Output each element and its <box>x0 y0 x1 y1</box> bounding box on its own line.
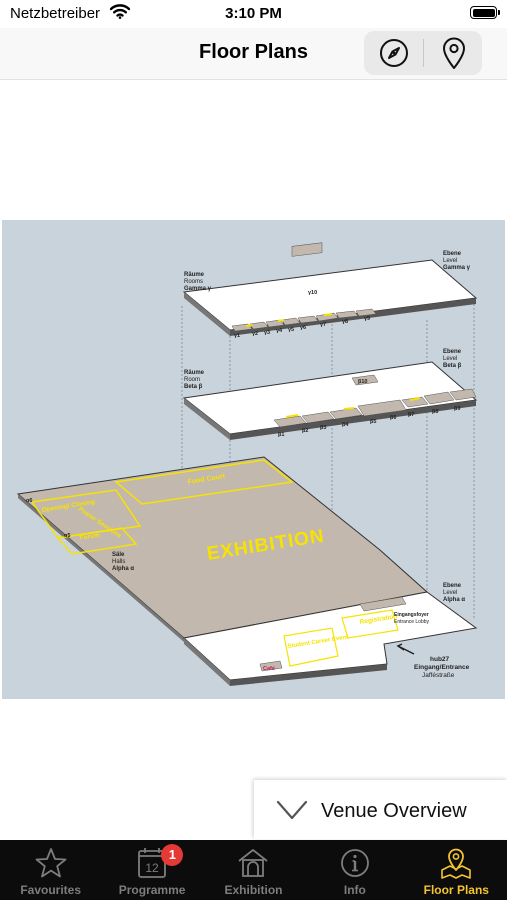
forum-label[interactable]: Forum <box>79 532 100 542</box>
level-alpha-de: Ebene <box>443 583 462 589</box>
room-beta-3[interactable]: β3 <box>320 425 326 431</box>
navigation-bar: Floor Plans <box>0 28 507 80</box>
tab-exhibition-label: Exhibition <box>224 883 283 897</box>
room-beta-7[interactable]: β7 <box>408 412 414 418</box>
room-gamma-10[interactable]: γ10 <box>308 290 317 296</box>
battery-icon <box>470 6 500 19</box>
compass-icon <box>379 39 408 67</box>
tab-floor-plans[interactable]: Floor Plans <box>406 840 507 900</box>
entrance-lobby-label: Entrance Lobby <box>394 619 430 625</box>
tab-favourites-label: Favourites <box>20 883 82 897</box>
nav-button-group <box>364 31 482 75</box>
carrier-label: Netzbetreiber <box>10 5 101 22</box>
chevron-down-icon <box>276 800 308 820</box>
level-beta-de: Ebene <box>443 349 462 355</box>
room-gamma-1[interactable]: γ1 <box>234 333 240 339</box>
room-beta-5[interactable]: β5 <box>370 419 376 425</box>
status-time: 3:10 PM <box>225 5 282 22</box>
tab-floor-plans-label: Floor Plans <box>423 883 489 897</box>
halls-de: Säle <box>112 552 125 558</box>
floor-plan-drawing: γ1 γ2 γ3 γ4 γ5 γ6 γ7 γ8 γ9 γ10 <box>16 242 478 686</box>
venue-overview-toggle[interactable]: Venue Overview <box>254 780 507 839</box>
level-beta-name: Beta β <box>443 363 462 369</box>
tab-info[interactable]: Info <box>304 840 405 900</box>
rooms-gamma-name: Gamma γ <box>184 286 212 292</box>
room-gamma-4[interactable]: γ4 <box>276 328 283 334</box>
programme-badge: 1 <box>161 844 184 866</box>
room-beta-9[interactable]: β9 <box>454 406 460 412</box>
level-beta-en: Level <box>443 356 457 362</box>
level-gamma-name: Gamma γ <box>443 265 471 271</box>
venue-overview-label: Venue Overview <box>321 800 467 822</box>
room-gamma-7[interactable]: γ7 <box>320 322 326 328</box>
entrance-label: Eingang/Entrance <box>414 664 470 671</box>
cafe-label[interactable]: Café <box>263 666 275 672</box>
info-icon <box>340 849 369 877</box>
room-gamma-6[interactable]: γ6 <box>300 325 306 331</box>
compass-button[interactable] <box>364 31 423 75</box>
location-button[interactable] <box>424 31 483 75</box>
page-title: Floor Plans <box>199 41 308 63</box>
tab-info-label: Info <box>343 883 366 897</box>
room-beta-8[interactable]: β8 <box>432 409 438 415</box>
star-icon <box>35 848 67 878</box>
room-beta-6[interactable]: β6 <box>390 415 396 421</box>
room-gamma-8[interactable]: γ8 <box>342 319 348 325</box>
nav-button-divider <box>423 39 424 67</box>
calendar-day: 12 <box>145 861 159 875</box>
tab-exhibition[interactable]: Exhibition <box>203 840 304 900</box>
building-icon <box>238 849 269 877</box>
rooms-beta-en: Room <box>184 377 200 383</box>
rooms-beta-de: Räume <box>184 370 205 376</box>
tab-programme-label: Programme <box>118 883 186 897</box>
level-gamma-de: Ebene <box>443 251 462 257</box>
tab-favourites[interactable]: Favourites <box>0 840 101 900</box>
map-pin-icon <box>441 848 472 879</box>
tab-bar: Favourites 12 1 Programme Exhibition Inf… <box>0 840 507 900</box>
room-gamma-2[interactable]: γ2 <box>252 331 258 337</box>
level-alpha-name: Alpha α <box>443 597 465 603</box>
room-gamma-9[interactable]: γ9 <box>364 316 370 322</box>
room-gamma-5[interactable]: γ5 <box>288 327 294 333</box>
hall-alpha-5[interactable]: α5 <box>64 533 70 539</box>
floor-plan-image[interactable]: γ1 γ2 γ3 γ4 γ5 γ6 γ7 γ8 γ9 γ10 <box>2 220 505 699</box>
street-label: Jafféstraße <box>422 672 455 679</box>
room-beta-10[interactable]: β10 <box>358 379 367 385</box>
hall-alpha-6[interactable]: α6 <box>26 498 32 504</box>
rooms-beta-name: Beta β <box>184 384 203 390</box>
halls-name: Alpha α <box>112 566 134 572</box>
room-beta-2[interactable]: β2 <box>302 428 308 434</box>
rooms-gamma-en: Rooms <box>184 279 203 285</box>
tab-programme[interactable]: 12 1 Programme <box>101 840 202 900</box>
entrance-foyer-label: Eingangsfoyer <box>394 612 429 618</box>
room-beta-1[interactable]: β1 <box>278 432 284 438</box>
location-pin-icon <box>442 37 465 69</box>
status-bar: Netzbetreiber 3:10 PM <box>0 0 507 28</box>
room-beta-4[interactable]: β4 <box>342 422 349 428</box>
hub27-label: hub27 <box>430 656 450 663</box>
level-alpha-en: Level <box>443 590 457 596</box>
room-gamma-3[interactable]: γ3 <box>264 330 270 336</box>
rooms-gamma-de: Räume <box>184 272 205 278</box>
halls-en: Halls <box>112 559 125 565</box>
map-view[interactable]: γ1 γ2 γ3 γ4 γ5 γ6 γ7 γ8 γ9 γ10 <box>0 81 507 840</box>
level-gamma-en: Level <box>443 258 457 264</box>
wifi-icon <box>109 4 131 24</box>
